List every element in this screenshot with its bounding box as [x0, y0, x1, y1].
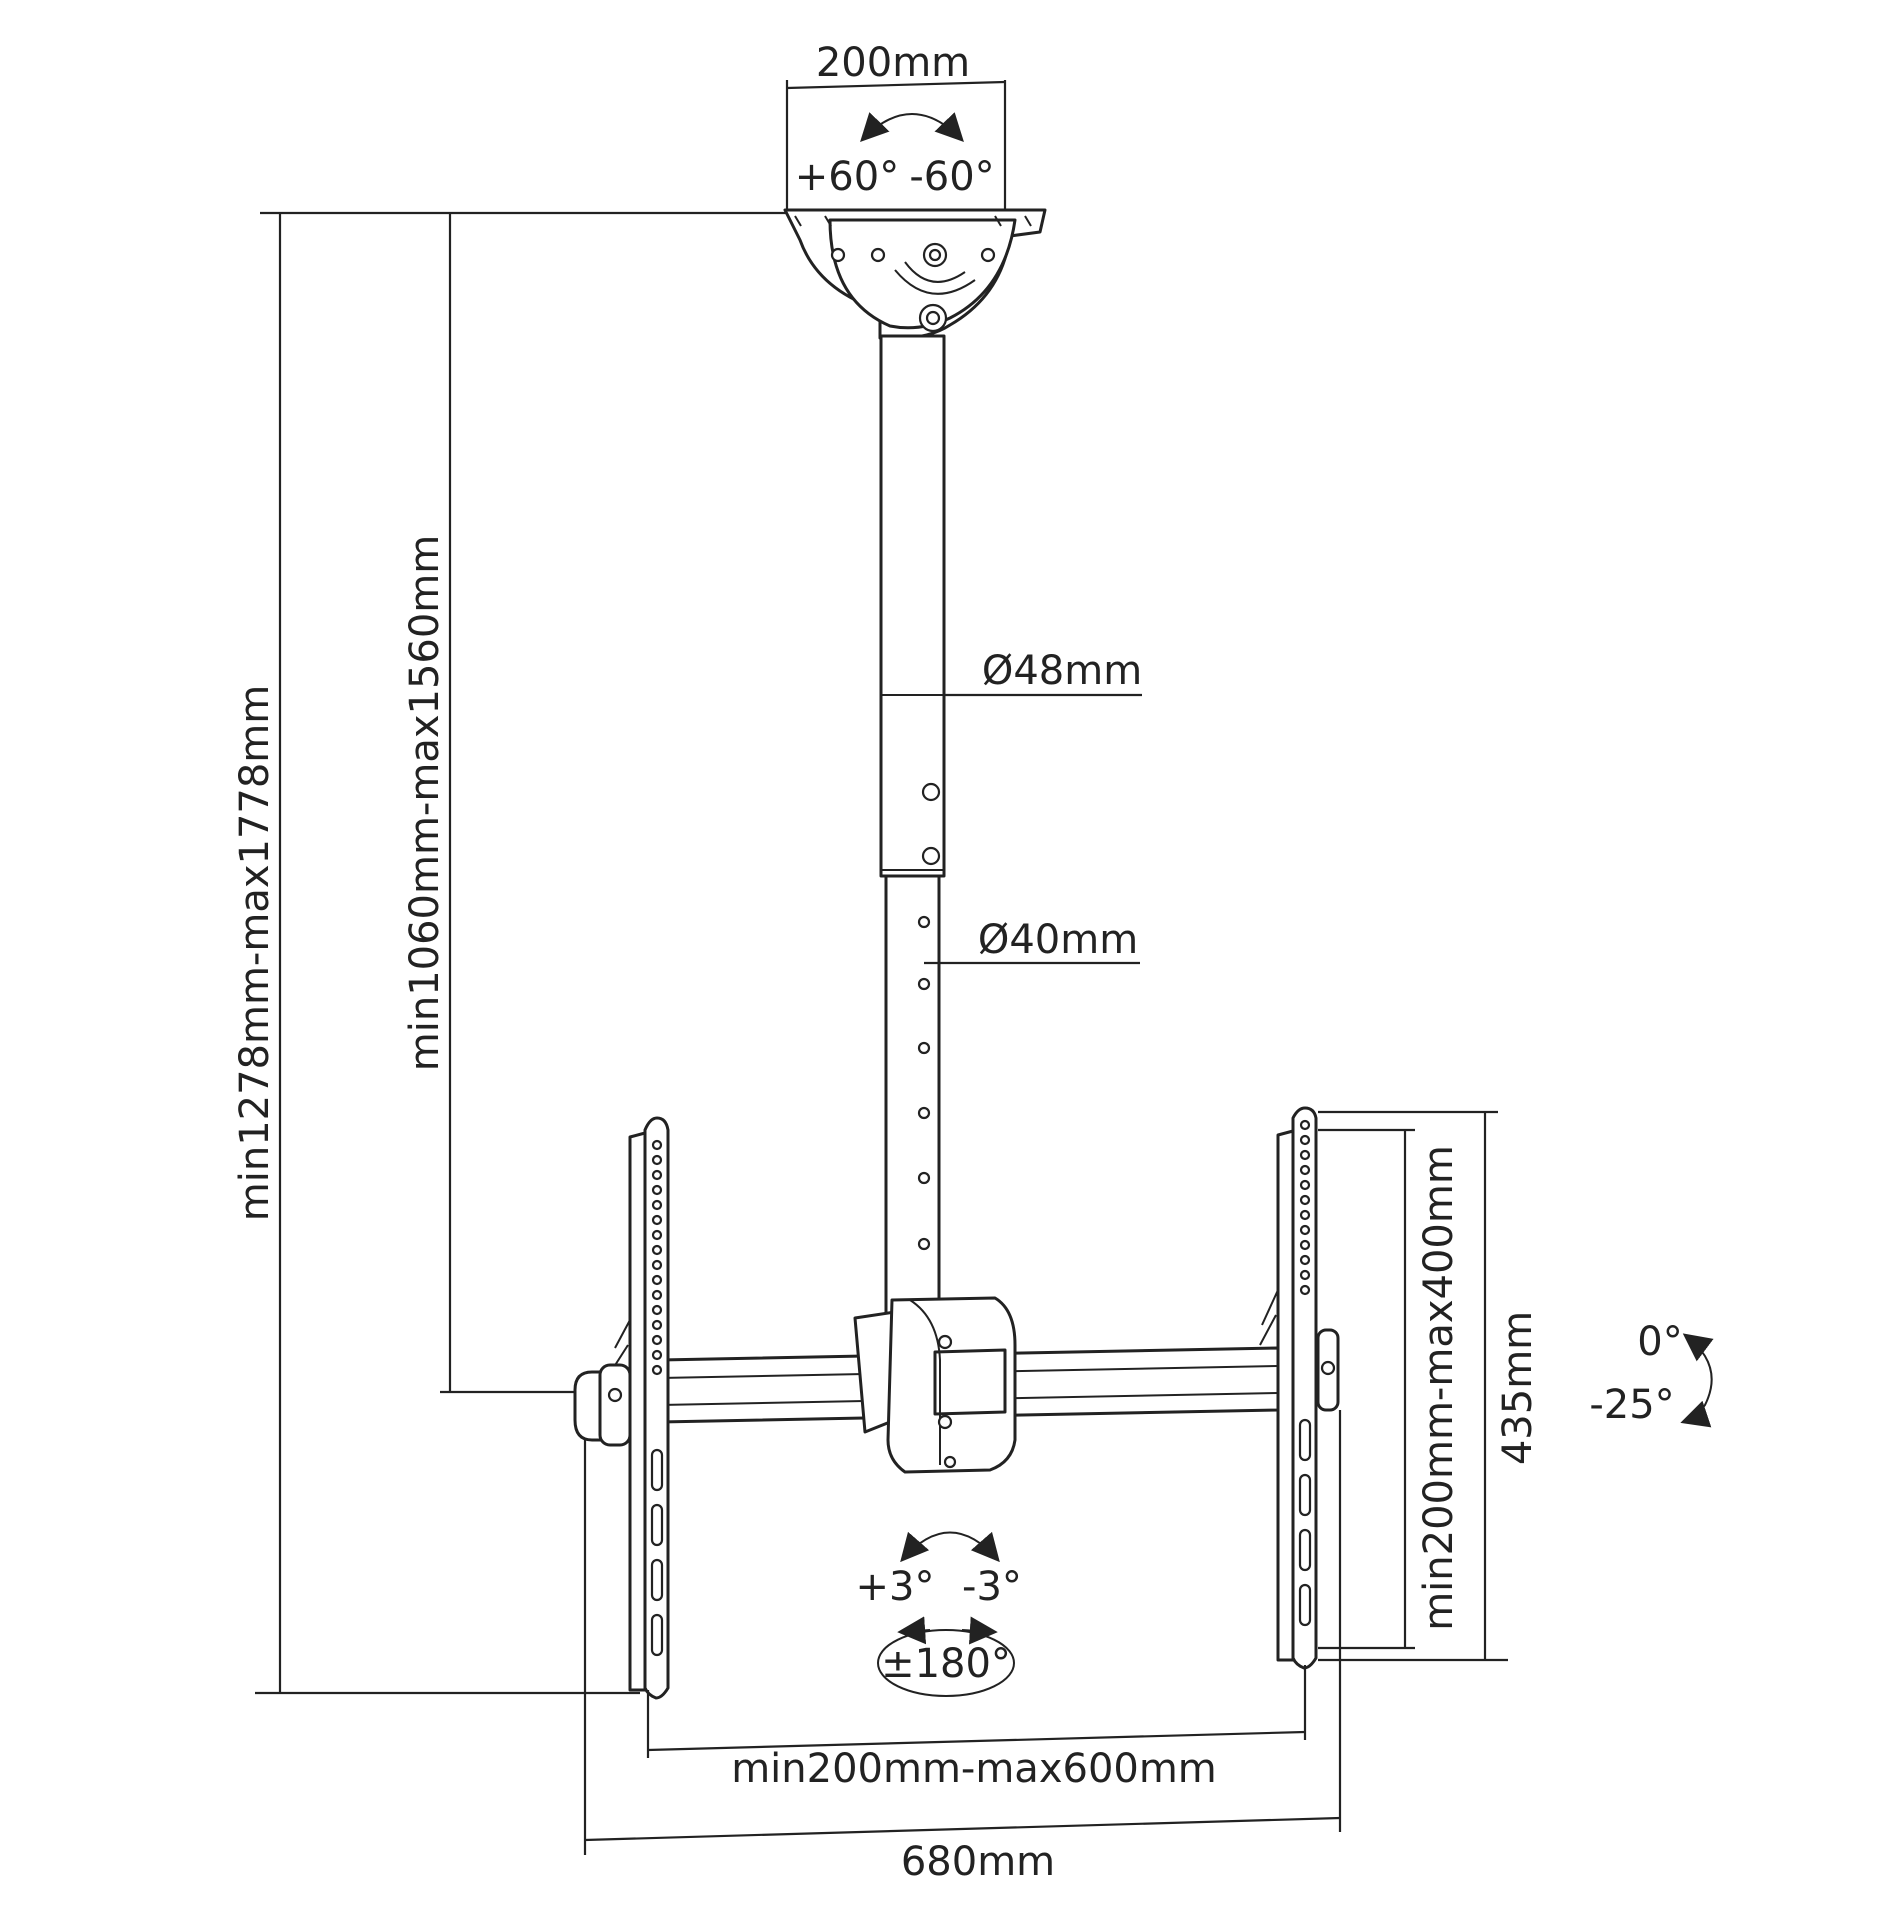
vesa-horizontal-dimension: min200mm-max600mm: [646, 1665, 1307, 1792]
left-tilt-knob: [573, 1363, 632, 1447]
outer-tube-dimension: Ø48mm: [944, 648, 1142, 697]
total-width-label: 680mm: [901, 1839, 1055, 1885]
tilt-head: [853, 1296, 1017, 1474]
level-minus-label: -3°: [962, 1564, 1022, 1610]
total-height-label: min1278mm-max1778mm: [232, 685, 278, 1221]
height-dimensions: min1278mm-max1778mm min1060mm-max1560mm: [232, 211, 870, 1695]
tilt-top-label: 0°: [1637, 1319, 1682, 1365]
ceiling-bracket: [783, 208, 1047, 340]
left-plate: [611, 1116, 670, 1700]
inner-tube-dimension: Ø40mm: [924, 917, 1140, 965]
plate-height-dimensions: min200mm-max400mm 435mm: [1318, 1110, 1541, 1662]
pole-height-label: min1060mm-max1560mm: [402, 535, 448, 1071]
total-width-dimension: 680mm: [583, 1410, 1342, 1885]
rotation-arrow-icon: ±180°: [877, 1616, 1015, 1697]
rotation-label: ±180°: [881, 1641, 1011, 1687]
level-arrow-icon: +3° -3°: [856, 1531, 1022, 1610]
swivel-minus-label: -60°: [909, 154, 994, 200]
inner-tube: [884, 874, 941, 1318]
top-width-dimension: 200mm: [785, 40, 1007, 210]
top-width-label: 200mm: [816, 40, 970, 86]
right-tilt-knob: [1316, 1328, 1340, 1412]
tilt-arrow-icon: 0° -25°: [1589, 1319, 1714, 1428]
right-plate: [1259, 1106, 1318, 1670]
level-plus-label: +3°: [856, 1564, 935, 1610]
swivel-arrow-icon: +60° -60°: [795, 112, 995, 200]
outer-tube: [879, 334, 946, 878]
outer-tube-label: Ø48mm: [982, 648, 1142, 694]
vesa-horizontal-label: min200mm-max600mm: [731, 1746, 1217, 1792]
vesa-vertical-label: min200mm-max400mm: [1416, 1145, 1462, 1631]
right-plate-holes: [1298, 1119, 1312, 1627]
plate-height-label: 435mm: [1495, 1311, 1541, 1465]
swivel-plus-label: +60°: [795, 154, 899, 200]
tilt-bottom-label: -25°: [1589, 1382, 1674, 1428]
left-plate-holes: [650, 1139, 664, 1657]
inner-tube-label: Ø40mm: [978, 917, 1138, 963]
